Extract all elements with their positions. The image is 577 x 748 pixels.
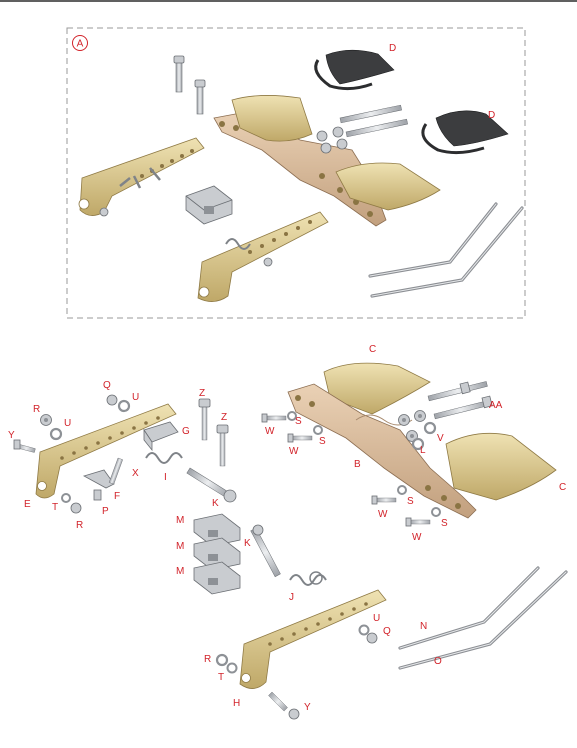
callout-M: M <box>176 541 184 552</box>
left-arm-e <box>35 403 177 499</box>
footplate-c-upper <box>323 362 431 415</box>
callout-S: S <box>441 518 448 529</box>
callout-Q: Q <box>103 380 111 391</box>
callout-V: V <box>437 433 444 444</box>
callout-W: W <box>378 509 388 520</box>
bolt-pair-right <box>316 104 408 154</box>
footplate-c-upper-assembled <box>231 95 313 142</box>
nuts-l <box>398 410 426 442</box>
panel-dashed-border <box>66 27 526 319</box>
right-arm-assembled <box>197 211 329 302</box>
callout-Z: Z <box>221 412 227 423</box>
right-arm-h <box>239 589 387 689</box>
bolt-y-upper <box>13 439 36 453</box>
callout-N: N <box>420 621 427 632</box>
callout-L: L <box>420 445 426 456</box>
washer-t-upper <box>61 493 71 503</box>
callout-K: K <box>212 498 219 509</box>
steel-block-assembled <box>185 185 233 225</box>
callout-Q: Q <box>383 626 391 637</box>
block-m-2 <box>193 537 241 571</box>
panel-badge: A <box>77 39 84 50</box>
bolt-z-1 <box>198 398 211 441</box>
callout-B: B <box>354 459 361 470</box>
nut-r-lower <box>70 502 82 514</box>
callout-U: U <box>373 613 380 624</box>
callout-E: E <box>24 499 31 510</box>
callout-R: R <box>33 404 40 415</box>
bolt-y-lower <box>268 691 300 720</box>
left-arm-assembled <box>78 137 205 217</box>
callout-Y: Y <box>8 430 15 441</box>
push-rods-assembled <box>368 202 524 298</box>
exploded-view <box>13 362 568 720</box>
callout-X: X <box>132 468 139 479</box>
washer-u-lower <box>358 624 370 636</box>
callout-AA: AA <box>489 400 503 411</box>
pin-x <box>108 457 123 485</box>
callout-S: S <box>407 496 414 507</box>
spring-i <box>145 452 183 464</box>
callout-S: S <box>319 436 326 447</box>
nut-q-upper <box>106 394 118 406</box>
washer-r-lower <box>215 653 229 667</box>
bolts-w-washers-s <box>261 411 441 527</box>
callout-C: C <box>369 344 376 355</box>
pad-d-lower <box>421 110 509 155</box>
footplate-c-lower-assembled <box>335 162 441 211</box>
callout-T: T <box>52 502 58 513</box>
washer-t-lower <box>226 662 238 674</box>
spring-j <box>289 571 327 586</box>
nut-r-upper <box>40 414 52 426</box>
callout-Y: Y <box>304 702 311 713</box>
footplate-c-lower <box>445 432 557 501</box>
callout-J: J <box>289 592 294 603</box>
panel-badge-circle <box>72 35 88 51</box>
callout-U: U <box>64 418 71 429</box>
callout-K: K <box>244 538 251 549</box>
callout-G: G <box>182 426 190 437</box>
pad-d-upper <box>314 49 395 91</box>
callout-S: S <box>295 416 302 427</box>
washer-u-upper <box>49 427 63 441</box>
callout-W: W <box>289 446 299 457</box>
callout-W: W <box>412 532 422 543</box>
center-bracket-assembled <box>213 111 387 227</box>
callout-P: P <box>102 506 109 517</box>
washer-u-2 <box>117 399 131 413</box>
bolt-pair <box>173 55 206 115</box>
push-rod-n <box>398 566 540 650</box>
callout-Z: Z <box>199 388 205 399</box>
callout-O: O <box>434 656 442 667</box>
pin-k-upper <box>186 467 237 503</box>
label-D: D <box>488 110 495 121</box>
block-m-3 <box>193 561 241 595</box>
pin-p <box>93 489 102 501</box>
nut-q-lower <box>366 632 378 644</box>
center-bracket-b <box>287 383 477 519</box>
callout-C: C <box>559 482 566 493</box>
block-m-1 <box>193 513 241 547</box>
push-rod-o <box>398 570 568 670</box>
washers-v <box>411 421 437 451</box>
callout-F: F <box>114 491 120 502</box>
assembled-view-panel: A D D <box>66 27 526 319</box>
callout-I: I <box>164 472 167 483</box>
callout-labels: C AA W S W S B L V S S C W W Q U R U Y Z… <box>8 344 566 713</box>
bolts-aa <box>427 381 493 420</box>
callout-W: W <box>265 426 275 437</box>
callout-H: H <box>233 698 240 709</box>
callout-M: M <box>176 515 184 526</box>
bolt-z-2 <box>216 424 229 467</box>
callout-R: R <box>204 654 211 665</box>
callout-T: T <box>218 672 224 683</box>
block-g <box>143 421 179 452</box>
callout-R: R <box>76 520 83 531</box>
callout-U: U <box>132 392 139 403</box>
latch-f <box>82 469 115 489</box>
callout-M: M <box>176 566 184 577</box>
label-D: D <box>389 43 396 54</box>
pin-k-lower <box>250 524 281 578</box>
